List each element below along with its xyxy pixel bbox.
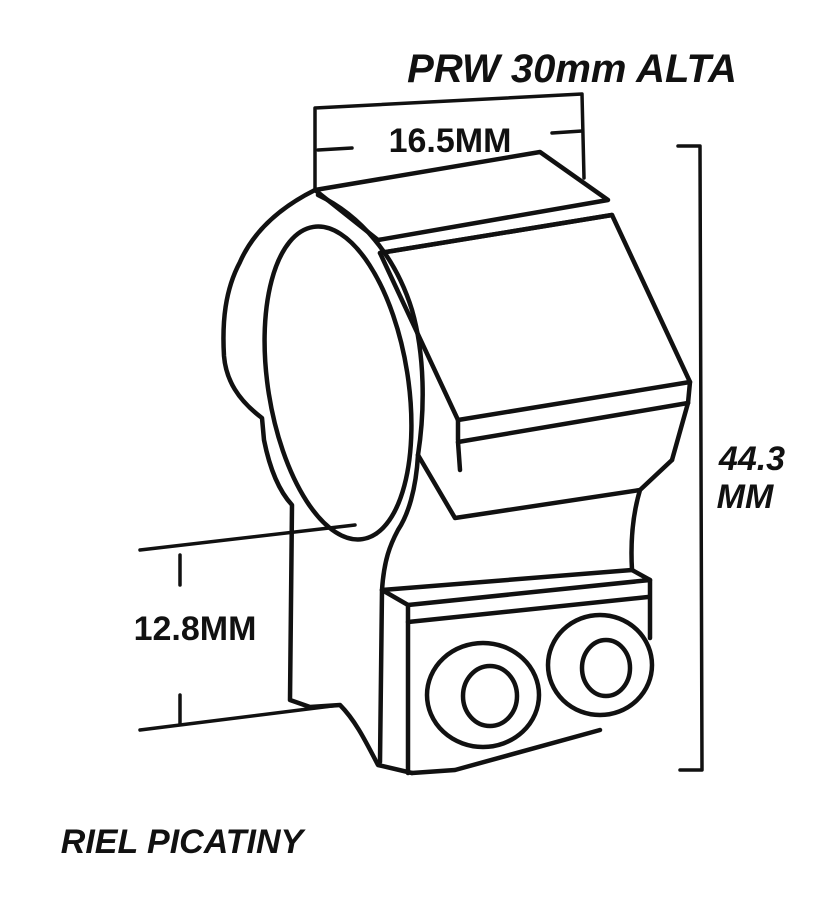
height-value: 44.3 xyxy=(718,440,785,478)
ring-lower-edge xyxy=(455,400,691,445)
rail-type-label: RIEL PICATINY xyxy=(61,823,307,861)
base-line-bottom xyxy=(138,703,342,732)
width-tick-right xyxy=(550,129,584,135)
clamp-base-bottom xyxy=(409,727,603,776)
ring-lower-face-left xyxy=(455,439,463,473)
clamp-screw-left xyxy=(424,640,542,750)
ring-lower-face-right xyxy=(669,400,691,463)
ring-top-face xyxy=(312,149,611,243)
width-label: 16.5MM xyxy=(389,122,512,160)
scope-ring xyxy=(221,149,693,776)
width-dimension: 16.5MM xyxy=(313,92,586,192)
ring-collar xyxy=(415,452,675,521)
screw-head-inner xyxy=(579,637,633,699)
ring-right-corner xyxy=(685,379,693,406)
screw-head-inner xyxy=(460,663,520,729)
base-line-top xyxy=(138,523,357,552)
tube-bore xyxy=(262,224,414,542)
ring-outline xyxy=(221,187,415,776)
clamp-screw-right xyxy=(545,612,655,718)
width-bracket xyxy=(313,92,586,192)
base-label: 12.8MM xyxy=(134,610,257,648)
ring-front-face xyxy=(377,212,693,423)
screw-head-outer xyxy=(424,640,542,750)
diagram-title: PRW 30mm ALTA xyxy=(407,47,737,91)
ring-inner-rim xyxy=(315,192,425,458)
base-dimension: 12.8MM xyxy=(134,523,357,732)
height-unit: MM xyxy=(717,478,774,516)
ring-neck-right xyxy=(629,487,643,573)
width-tick-left xyxy=(316,146,354,152)
height-bracket xyxy=(676,144,704,772)
clamp-base-side-edge xyxy=(377,587,385,765)
clamp-base-rail-line xyxy=(405,594,651,625)
height-dimension: 44.3 MM xyxy=(676,144,785,772)
screw-head-outer xyxy=(545,612,655,718)
ring-neck-left xyxy=(379,452,421,593)
